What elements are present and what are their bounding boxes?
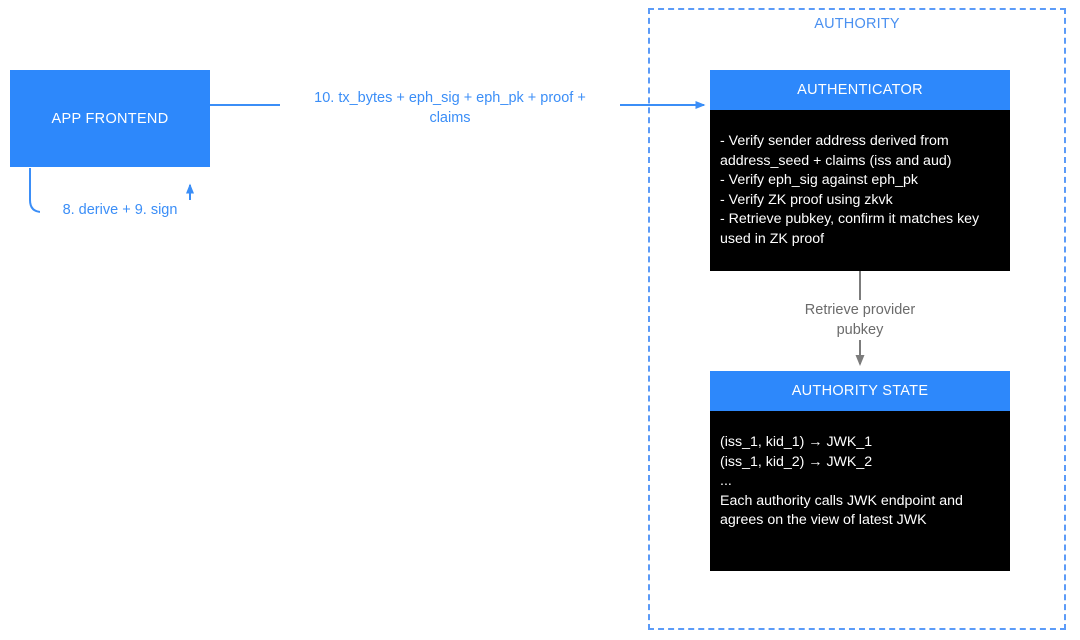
node-authenticator-body-line: - Verify sender address derived from add… (720, 133, 953, 169)
node-authenticator-body-line: - Verify eph_sig against eph_pk (720, 172, 918, 188)
node-authority-state-body: (iss_1, kid_1) → JWK_1 (iss_1, kid_2) → … (710, 411, 1010, 571)
node-authenticator-body-line: - Retrieve pubkey, confirm it matches ke… (720, 211, 984, 247)
node-authenticator-title: AUTHENTICATOR (710, 70, 1010, 110)
node-authenticator-body-line: - Verify ZK proof using zkvk (720, 191, 893, 208)
edge-label-frontend-to-authenticator: 10. tx_bytes + eph_sig + eph_pk + proof … (280, 88, 620, 128)
node-app-frontend-label: APP FRONTEND (51, 110, 169, 127)
node-authority-state[interactable]: AUTHORITY STATE (iss_1, kid_1) → JWK_1 (… (710, 371, 1010, 571)
authority-group-label: AUTHORITY (814, 16, 900, 32)
node-authority-state-body-line: (iss_1, kid_2) → JWK_2 (720, 453, 873, 470)
node-authority-state-title: AUTHORITY STATE (710, 371, 1010, 411)
edge-label-authenticator-to-authority-state: Retrieve provider pubkey (770, 300, 950, 340)
node-authority-state-body-line: ... (720, 473, 732, 489)
edge-label-self-loop: 8. derive + 9. sign (40, 200, 200, 220)
node-app-frontend[interactable]: APP FRONTEND (10, 70, 210, 167)
node-authenticator[interactable]: AUTHENTICATOR - Verify sender address de… (710, 70, 1010, 271)
node-authority-state-body-line: (iss_1, kid_1) → JWK_1 (720, 434, 873, 450)
authority-group-boundary (648, 8, 1066, 630)
node-authority-state-body-line: Each authority calls JWK endpoint and ag… (720, 492, 967, 529)
node-authenticator-body: - Verify sender address derived from add… (710, 110, 1010, 271)
